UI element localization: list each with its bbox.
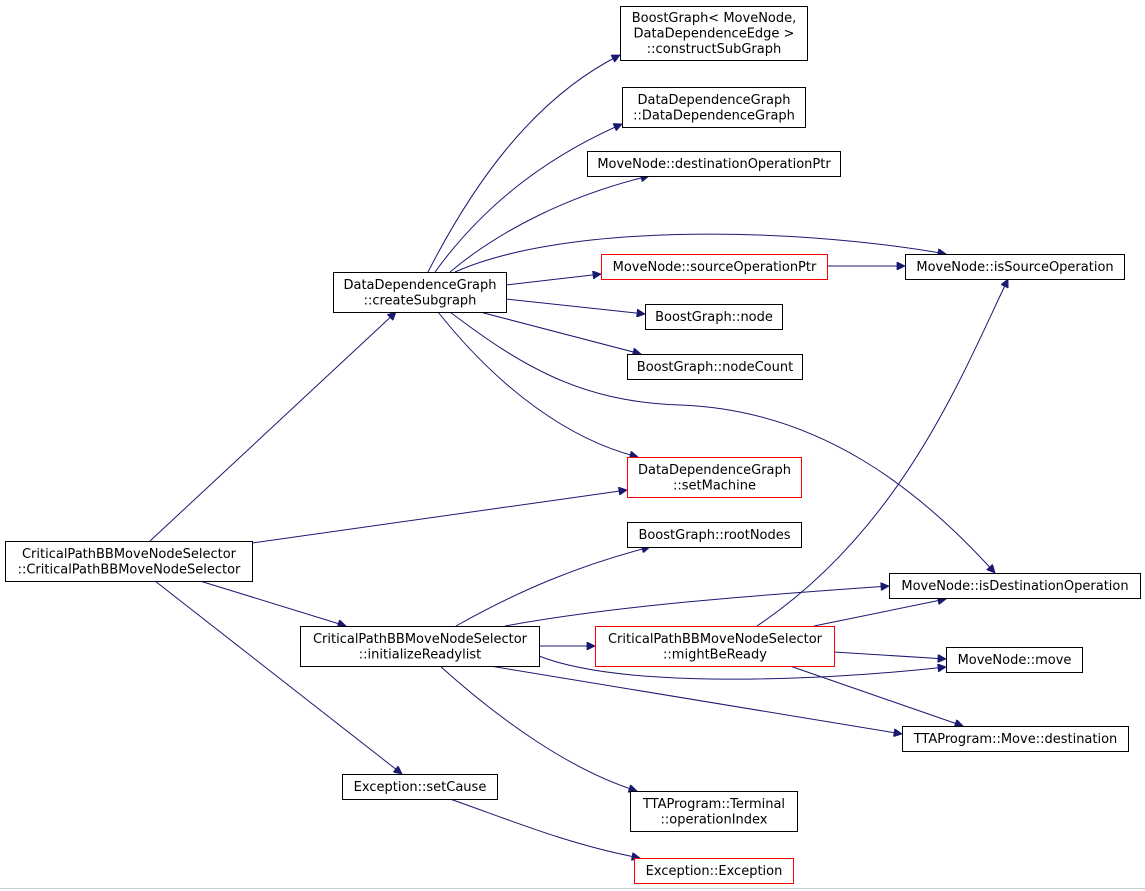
bottom-divider: [0, 888, 1145, 889]
node-is-dest-op[interactable]: MoveNode::isDestinationOperation: [889, 573, 1141, 599]
node-box: [902, 726, 1129, 752]
edge-create_subgraph-to-src_op_ptr: [505, 274, 601, 286]
node-ddg-ctor[interactable]: DataDependenceGraph::DataDependenceGraph: [622, 87, 806, 128]
node-tta-destination[interactable]: TTAProgram::Move::destination: [902, 726, 1129, 752]
node-is-source-op[interactable]: MoveNode::isSourceOperation: [905, 254, 1125, 280]
edge-init_readylist-to-movenode_move: [538, 655, 946, 680]
node-set-machine[interactable]: DataDependenceGraph::setMachine: [627, 457, 802, 498]
node-box: [300, 626, 540, 667]
node-construct-subgraph[interactable]: BoostGraph< MoveNode,DataDependenceEdge …: [620, 6, 808, 61]
node-box: [889, 573, 1141, 599]
edge-create_subgraph-to-set_machine: [437, 311, 638, 457]
node-label-line: ::setMachine: [673, 478, 756, 493]
node-box: [601, 254, 828, 280]
node-label-line: BoostGraph::node: [655, 310, 773, 325]
node-box: [333, 272, 507, 313]
edge-create_subgraph-to-construct_subgraph: [427, 54, 620, 273]
node-might-be-ready[interactable]: CriticalPathBBMoveNodeSelector::mightBeR…: [595, 626, 835, 667]
node-label-line: CriticalPathBBMoveNodeSelector: [22, 547, 237, 562]
node-label-line: ::constructSubGraph: [647, 42, 781, 57]
edge-might_be_ready-to-tta_destination: [789, 665, 963, 726]
edge-exception_setcause-to-exception_ctor: [449, 798, 640, 858]
node-label-line: MoveNode::isDestinationOperation: [901, 579, 1128, 594]
edge-create_subgraph-to-is_source_op: [454, 233, 946, 273]
edge-init_readylist-to-is_dest_op: [504, 586, 889, 627]
edge-create_subgraph-to-ddg_ctor: [434, 124, 622, 273]
node-bg-node[interactable]: BoostGraph::node: [645, 304, 783, 330]
node-label-line: Exception::Exception: [646, 864, 783, 879]
node-label-line: DataDependenceGraph: [637, 93, 790, 108]
node-label-line: BoostGraph< MoveNode,: [632, 11, 797, 26]
node-operation-index[interactable]: TTAProgram::Terminal::operationIndex: [630, 791, 798, 832]
node-label-line: BoostGraph::rootNodes: [638, 528, 790, 543]
node-label-line: ::createSubgraph: [364, 293, 477, 308]
node-box: [342, 774, 498, 800]
node-exception-ctor[interactable]: Exception::Exception: [634, 858, 794, 884]
node-label-line: ::mightBeReady: [663, 647, 767, 662]
edge-might_be_ready-to-movenode_move: [833, 651, 946, 659]
node-label-line: CriticalPathBBMoveNodeSelector: [313, 632, 528, 647]
nodes-layer: CriticalPathBBMoveNodeSelector::Critical…: [5, 6, 1141, 884]
node-create-subgraph[interactable]: DataDependenceGraph::createSubgraph: [333, 272, 507, 313]
node-label-line: TTAProgram::Terminal: [642, 797, 785, 812]
node-box: [946, 647, 1083, 673]
node-src-op-ptr[interactable]: MoveNode::sourceOperationPtr: [601, 254, 828, 280]
edge-root-to-create_subgraph: [149, 312, 396, 542]
node-label-line: DataDependenceGraph: [343, 278, 496, 293]
node-label-line: ::operationIndex: [661, 812, 768, 827]
edge-init_readylist-to-tta_destination: [489, 665, 902, 734]
edge-create_subgraph-to-is_dest_op: [449, 311, 995, 573]
node-label-line: MoveNode::isSourceOperation: [916, 260, 1113, 275]
node-dest-op-ptr[interactable]: MoveNode::destinationOperationPtr: [587, 151, 841, 177]
node-label-line: ::CriticalPathBBMoveNodeSelector: [18, 562, 241, 577]
node-exception-setcause[interactable]: Exception::setCause: [342, 774, 498, 800]
node-box: [905, 254, 1125, 280]
node-init-readylist[interactable]: CriticalPathBBMoveNodeSelector::initiali…: [300, 626, 540, 667]
node-label-line: MoveNode::move: [958, 653, 1072, 668]
edge-create_subgraph-to-bg_node: [505, 298, 645, 314]
edge-init_readylist-to-bg_rootnodes: [455, 547, 650, 627]
node-movenode-move[interactable]: MoveNode::move: [946, 647, 1083, 673]
node-root[interactable]: CriticalPathBBMoveNodeSelector::Critical…: [5, 541, 253, 582]
node-label-line: TTAProgram::Move::destination: [913, 732, 1118, 747]
edge-create_subgraph-to-dest_op_ptr: [449, 176, 649, 273]
edge-init_readylist-to-operation_index: [439, 665, 637, 791]
node-label-line: DataDependenceEdge >: [634, 27, 795, 42]
node-label-line: ::DataDependenceGraph: [633, 108, 795, 123]
node-label-line: CriticalPathBBMoveNodeSelector: [608, 632, 823, 647]
edge-root-to-set_machine: [251, 490, 627, 544]
node-box: [645, 304, 783, 330]
node-box: [627, 457, 802, 498]
node-box: [627, 522, 802, 548]
node-box: [620, 6, 808, 61]
node-box: [5, 541, 253, 582]
node-bg-nodecount[interactable]: BoostGraph::nodeCount: [627, 354, 803, 380]
edges-layer: [149, 54, 1008, 858]
edge-root-to-exception_setcause: [154, 580, 402, 774]
edge-create_subgraph-to-bg_nodecount: [479, 311, 641, 354]
edge-might_be_ready-to-is_source_op: [756, 279, 1008, 627]
edge-might_be_ready-to-is_dest_op: [813, 599, 946, 627]
node-label-line: MoveNode::destinationOperationPtr: [597, 157, 831, 172]
node-label-line: Exception::setCause: [354, 780, 487, 795]
node-box: [587, 151, 841, 177]
node-box: [595, 626, 835, 667]
node-box: [630, 791, 798, 832]
node-box: [634, 858, 794, 884]
node-bg-rootnodes[interactable]: BoostGraph::rootNodes: [627, 522, 802, 548]
node-label-line: ::initializeReadylist: [359, 647, 481, 662]
node-label-line: MoveNode::sourceOperationPtr: [613, 260, 817, 275]
node-label-line: DataDependenceGraph: [638, 463, 791, 478]
node-label-line: BoostGraph::nodeCount: [637, 360, 793, 375]
node-box: [627, 354, 803, 380]
node-box: [622, 87, 806, 128]
edge-root-to-init_readylist: [199, 580, 346, 626]
